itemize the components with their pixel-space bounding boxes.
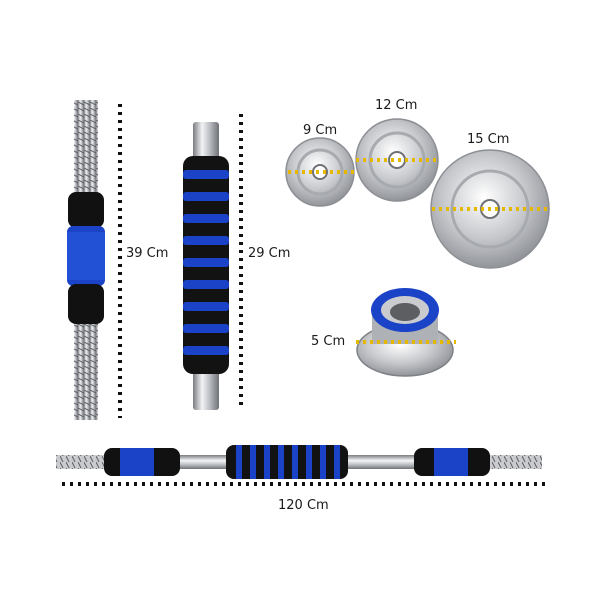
label-5cm: 5 Cm: [311, 334, 346, 349]
label-9cm: 9 Cm: [303, 123, 338, 138]
label-39cm: 39 Cm: [126, 246, 169, 261]
threaded-handle: [67, 100, 105, 420]
label-29cm: 29 Cm: [248, 246, 291, 261]
foam-handle: [183, 122, 229, 410]
label-12cm: 12 Cm: [375, 98, 418, 113]
plate-12cm: [355, 118, 439, 202]
label-120cm: 120 Cm: [278, 498, 329, 513]
collar-nut: [356, 288, 454, 377]
label-15cm: 15 Cm: [467, 132, 510, 147]
barbell-assembly: [56, 445, 542, 479]
